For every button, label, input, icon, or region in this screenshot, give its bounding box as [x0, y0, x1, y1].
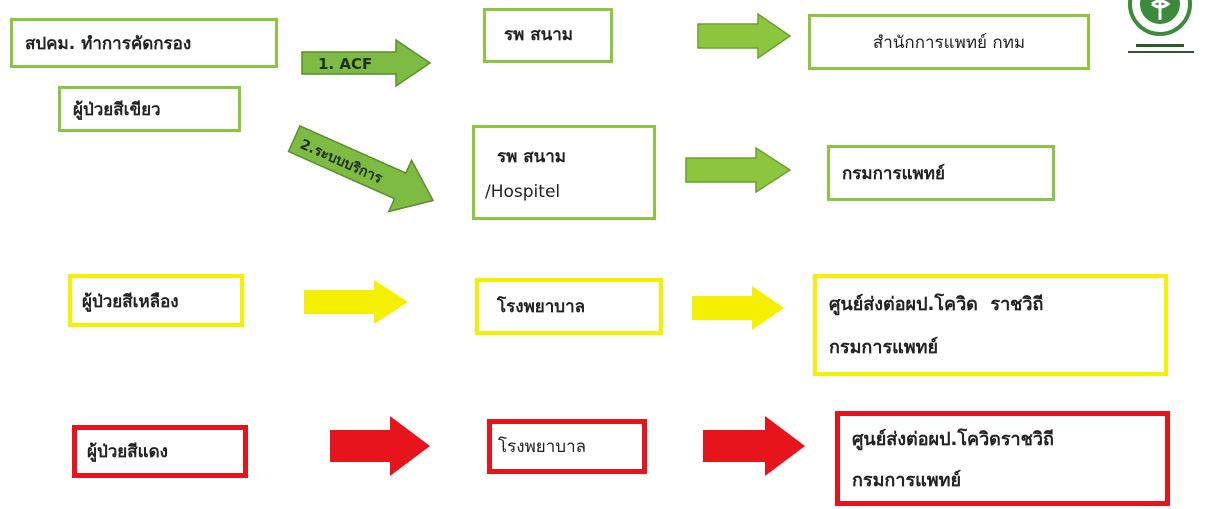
red-referral-center-line1: ศูนย์ส่งต่อผป.โควิดราชวิถี: [852, 428, 1054, 450]
red-arrow-to-hospital: [330, 416, 430, 476]
red-hospital-box: โรงพยาบาล: [487, 419, 647, 474]
green-patient-box: ผู้ป่วยสีเขียว: [58, 86, 241, 132]
field-hospital-label-2: รพ สนาม: [497, 147, 567, 167]
logo-caption-thai: [1136, 44, 1184, 47]
acf-arrow: 1. ACF: [301, 38, 432, 88]
logo-caption-en: [1128, 51, 1194, 53]
yellow-patient-label: ผู้ป่วยสีเหลือง: [82, 292, 179, 312]
red-patient-box: ผู้ป่วยสีแดง: [72, 425, 248, 478]
red-arrow-to-center: [703, 416, 805, 476]
yellow-referral-center-line1: ศูนย์ส่งต่อผป.โควิด ราชวิถี: [829, 294, 1044, 315]
field-hospital-box: รพ สนาม: [483, 8, 613, 63]
screening-label: สปคม. ทำการคัดกรอง: [25, 33, 192, 54]
yellow-hospital-box: โรงพยาบาล: [475, 278, 663, 335]
department-logo: [1128, 0, 1194, 53]
yellow-referral-center-line2: กรมการแพทย์: [829, 337, 938, 358]
green-arrow-to-bma-office: [697, 12, 792, 60]
bma-medical-office-box: สำนักการแพทย์ กทม: [808, 14, 1090, 70]
red-patient-label: ผู้ป่วยสีแดง: [87, 442, 168, 462]
screening-box: สปคม. ทำการคัดกรอง: [10, 18, 278, 68]
red-hospital-label: โรงพยาบาล: [498, 437, 587, 457]
green-arrow-to-dms: [685, 146, 792, 194]
red-referral-center-line2: กรมการแพทย์: [852, 469, 961, 491]
yellow-arrow-to-hospital: [304, 280, 408, 324]
yellow-referral-center-box: ศูนย์ส่งต่อผป.โควิด ราชวิถี กรมการแพทย์: [813, 274, 1168, 376]
bma-medical-office-label: สำนักการแพทย์ กทม: [872, 32, 1026, 53]
hospitel-label: /Hospitel: [485, 182, 561, 202]
red-referral-center-box: ศูนย์ส่งต่อผป.โควิดราชวิถี กรมการแพทย์: [835, 411, 1170, 506]
acf-arrow-label: 1. ACF: [318, 55, 372, 73]
field-hospital-hospitel-box: รพ สนาม /Hospitel: [472, 125, 656, 220]
service-system-arrow: 2.ระบบบริการ: [287, 124, 435, 213]
green-patient-label: ผู้ป่วยสีเขียว: [73, 99, 161, 120]
yellow-arrow-to-center: [692, 286, 784, 330]
dms-label-green: กรมการแพทย์: [842, 163, 945, 184]
dms-box-green: กรมการแพทย์: [827, 145, 1055, 201]
field-hospital-label: รพ สนาม: [504, 25, 574, 45]
yellow-hospital-label: โรงพยาบาล: [497, 297, 586, 317]
yellow-patient-box: ผู้ป่วยสีเหลือง: [68, 274, 244, 327]
